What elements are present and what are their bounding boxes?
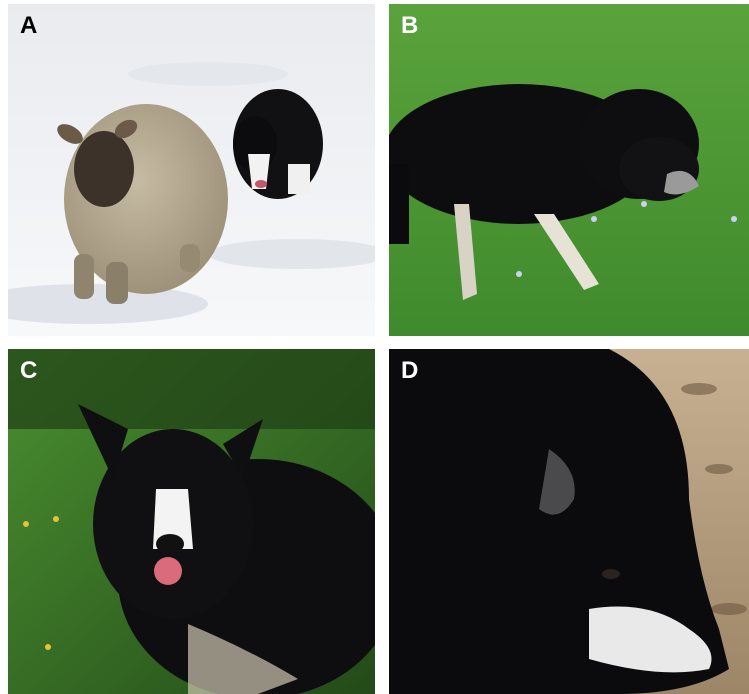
photo-collie-walking-on-grass	[389, 4, 749, 336]
panel-d: D	[389, 349, 749, 694]
panel-label-d: D	[401, 357, 419, 384]
panel-a: A	[8, 4, 375, 336]
photo-collie-head-closeup	[389, 349, 749, 694]
photo-collie-lying-in-grass	[8, 349, 375, 694]
panel-c: C	[8, 349, 375, 694]
dog	[389, 84, 699, 300]
dog	[78, 404, 375, 694]
panel-b: B	[389, 4, 749, 336]
panel-label-b: B	[401, 12, 419, 39]
panel-label-a: A	[20, 12, 38, 39]
photo-sheep-and-collie-in-snow	[8, 4, 375, 336]
panel-label-c: C	[20, 357, 38, 384]
sheep	[57, 104, 228, 304]
dog	[233, 89, 323, 199]
dog	[389, 349, 729, 694]
